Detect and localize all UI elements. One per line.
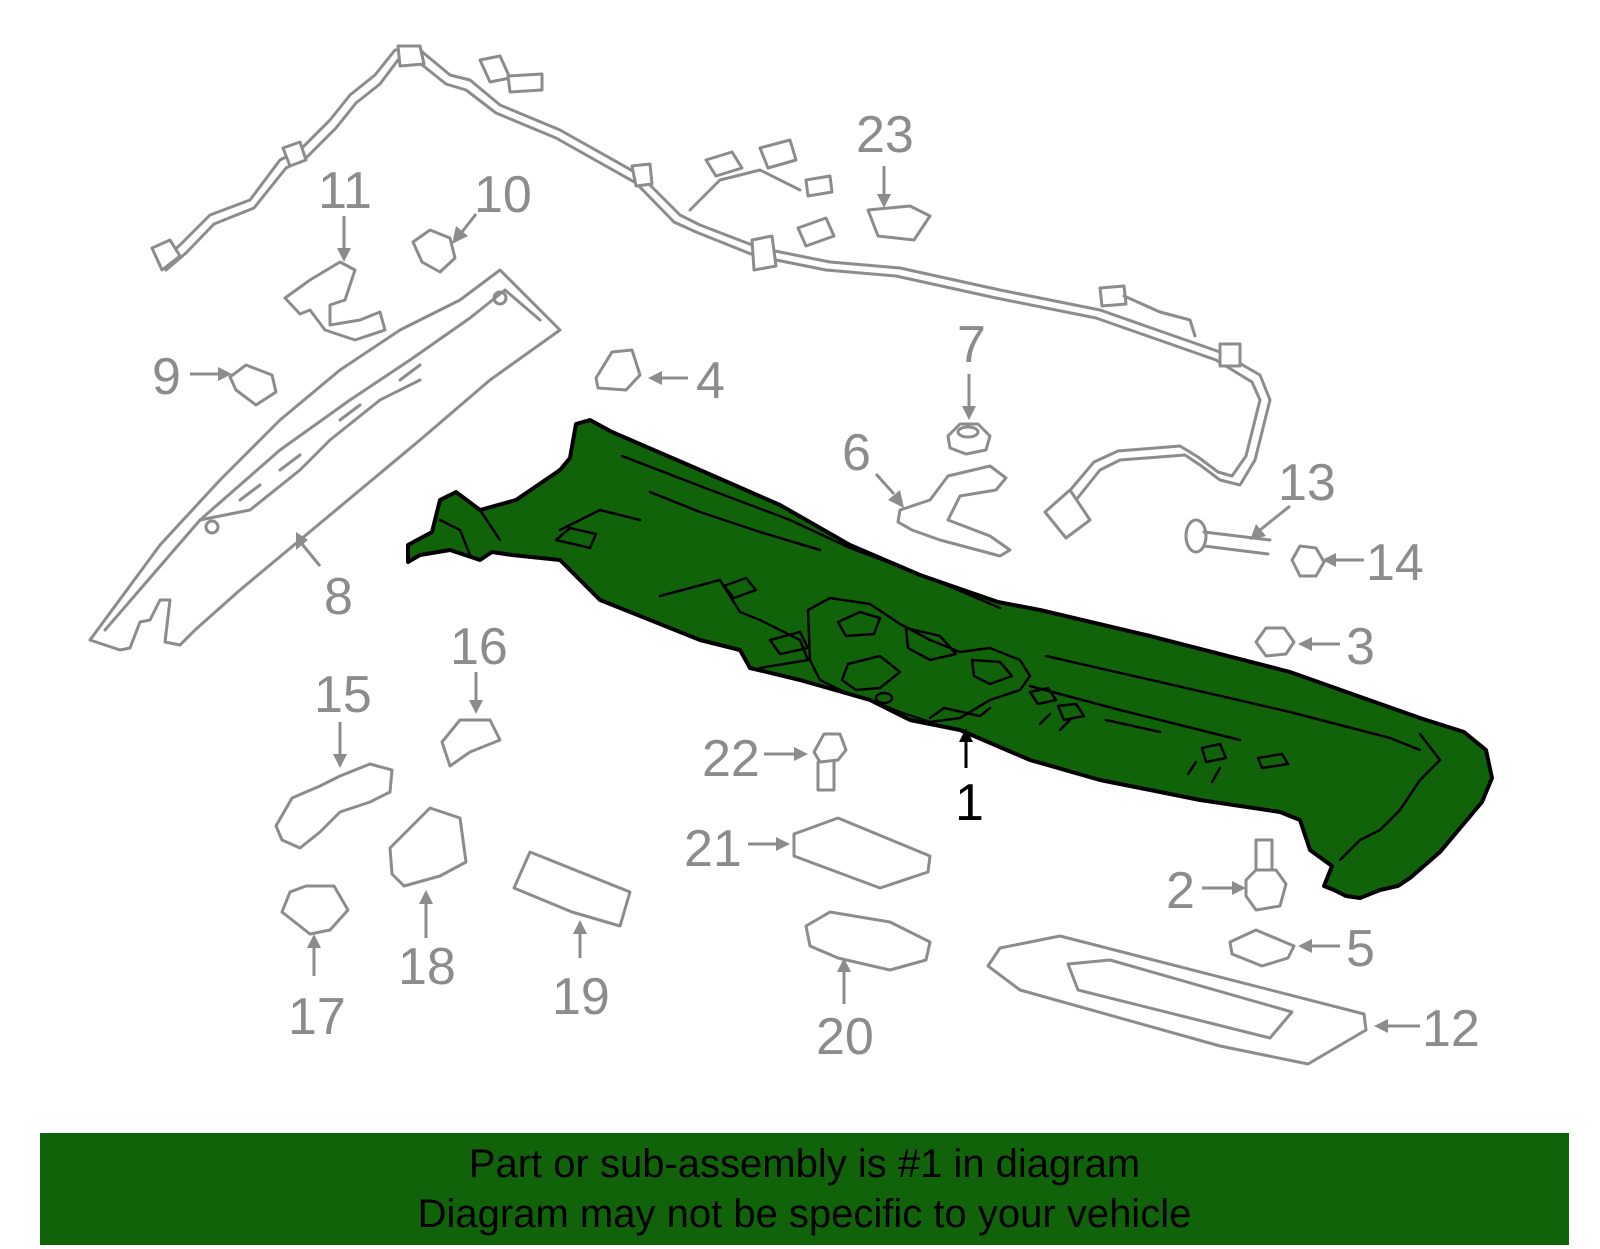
cowl-panel-part <box>406 418 1494 900</box>
callout-3: 3 <box>1346 618 1375 676</box>
part-19-shape <box>512 850 632 928</box>
callout-21: 21 <box>684 820 742 878</box>
part-6-shape <box>896 464 1012 558</box>
part-17-shape <box>280 884 350 936</box>
parts-diagram: 1 2 3 4 5 6 7 8 9 10 11 12 13 14 15 16 1… <box>88 44 1494 1066</box>
callout-20: 20 <box>816 1008 874 1066</box>
callout-labels: 1 2 3 4 5 6 7 8 9 10 11 12 13 14 15 16 1… <box>152 106 1480 1066</box>
part-20-shape <box>804 910 932 972</box>
callout-23: 23 <box>856 106 914 164</box>
pillar-trim-part <box>88 268 562 652</box>
part-11-shape <box>283 260 387 342</box>
banner-line-2: Diagram may not be specific to your vehi… <box>417 1192 1192 1236</box>
banner-line-1: Part or sub-assembly is #1 in diagram <box>468 1142 1141 1186</box>
callout-11: 11 <box>318 162 372 220</box>
part-3-shape <box>1254 626 1296 658</box>
callout-17: 17 <box>288 988 346 1046</box>
callout-arrows <box>190 166 1420 1033</box>
wiring-harness-part <box>150 44 1272 540</box>
part-5-shape <box>1228 928 1296 968</box>
part-2-shape <box>1244 838 1288 912</box>
callout-18: 18 <box>398 938 456 996</box>
callout-8: 8 <box>324 568 353 626</box>
part-12-shape <box>986 934 1368 1066</box>
callout-22: 22 <box>702 730 760 788</box>
part-13-shape <box>1184 518 1272 556</box>
part-18-shape <box>388 806 468 888</box>
callout-10: 10 <box>474 166 532 224</box>
part-7-shape <box>946 422 992 456</box>
callout-1: 1 <box>955 774 984 832</box>
part-22-shape <box>812 732 848 792</box>
callout-5: 5 <box>1346 920 1375 978</box>
part-10-shape <box>411 228 457 274</box>
callout-7: 7 <box>957 316 986 374</box>
callout-12: 12 <box>1422 1000 1480 1058</box>
callout-19: 19 <box>552 968 610 1026</box>
part-16-shape <box>440 718 502 768</box>
callout-15: 15 <box>314 666 372 724</box>
part-21-shape <box>792 816 932 890</box>
part-14-shape <box>1290 544 1326 578</box>
callout-16: 16 <box>450 618 508 676</box>
callout-2: 2 <box>1166 862 1195 920</box>
callout-14: 14 <box>1366 534 1424 592</box>
part-9-shape <box>228 363 278 407</box>
callout-13: 13 <box>1278 454 1336 512</box>
callout-9: 9 <box>152 348 181 406</box>
part-4-shape <box>594 348 642 392</box>
callout-6: 6 <box>842 424 871 482</box>
info-banner: Part or sub-assembly is #1 in diagram Di… <box>40 1133 1569 1245</box>
callout-4: 4 <box>696 352 725 410</box>
part-15-shape <box>274 762 394 850</box>
